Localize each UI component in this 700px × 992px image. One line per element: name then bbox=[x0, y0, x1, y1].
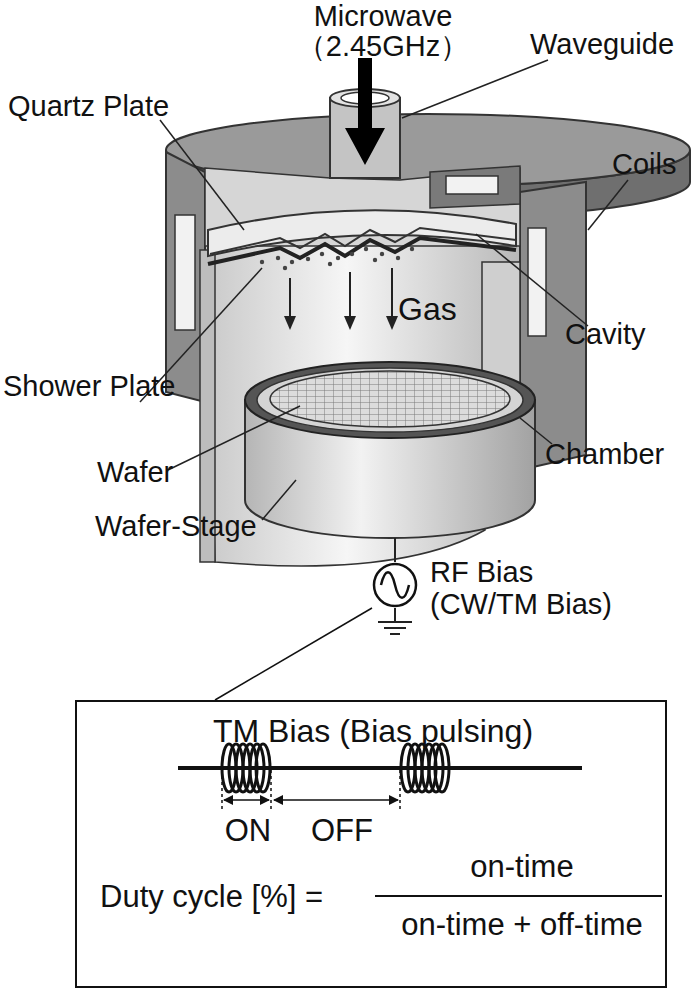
ground-symbol bbox=[378, 608, 412, 634]
coil bbox=[528, 228, 546, 336]
cavity-line bbox=[210, 228, 516, 254]
stage-rim bbox=[245, 362, 535, 438]
rf-burst bbox=[222, 744, 270, 792]
source-circle bbox=[374, 564, 416, 606]
formula-label: Duty cycle [%] = bbox=[100, 880, 370, 914]
gas-arrows bbox=[290, 268, 392, 318]
timing-label: OFF bbox=[302, 814, 382, 848]
gas-label: Gas bbox=[398, 292, 457, 327]
quartz-plate bbox=[208, 210, 516, 256]
timing-marks bbox=[222, 770, 400, 812]
source-label: RF Bias (CW/TM Bias) bbox=[430, 556, 625, 620]
dimension-arrowheads bbox=[223, 795, 399, 805]
pulse-baseline bbox=[178, 766, 582, 770]
part-label: Cavity bbox=[565, 318, 646, 350]
fraction-bar bbox=[375, 895, 662, 897]
rf-bias-source: RF Bias (CW/TM Bias) bbox=[372, 562, 632, 608]
gas-arrowheads bbox=[284, 316, 398, 330]
formula-numerator: on-time bbox=[372, 850, 672, 884]
sine-wave bbox=[381, 572, 409, 598]
frequency-label: （2.45GHz） bbox=[283, 30, 483, 62]
shower-holes bbox=[260, 247, 414, 270]
part-label: Coils bbox=[612, 148, 676, 180]
part-label: Quartz Plate bbox=[8, 90, 169, 122]
part-label: Wafer bbox=[97, 456, 173, 488]
rf-burst bbox=[401, 744, 449, 792]
microwave-arrow bbox=[345, 58, 385, 165]
coil-housing bbox=[166, 152, 205, 402]
part-label: Waveguide bbox=[530, 28, 674, 60]
inset-title: TM Bias (Bias pulsing) bbox=[77, 714, 669, 749]
timing-label: ON bbox=[218, 814, 278, 848]
inset-box: TM Bias (Bias pulsing) ON OFF Duty cycle [%… bbox=[75, 700, 667, 988]
coil bbox=[446, 176, 498, 194]
part-label: Microwave bbox=[283, 0, 483, 32]
ac-source-symbol bbox=[372, 562, 418, 608]
coil bbox=[175, 215, 195, 330]
formula-denominator: on-time + off-time bbox=[372, 908, 672, 942]
dimension-arrows bbox=[224, 799, 398, 801]
part-label: Chamber bbox=[545, 438, 664, 470]
part-label: Wafer-Stage bbox=[95, 510, 257, 542]
shower-plate bbox=[208, 238, 516, 264]
rf-feed bbox=[394, 538, 396, 562]
stage-top bbox=[257, 368, 523, 432]
leader-connector bbox=[215, 608, 372, 700]
lid-cut-face bbox=[430, 166, 520, 208]
wafer bbox=[270, 371, 510, 427]
part-label: Shower Plate bbox=[3, 370, 176, 402]
